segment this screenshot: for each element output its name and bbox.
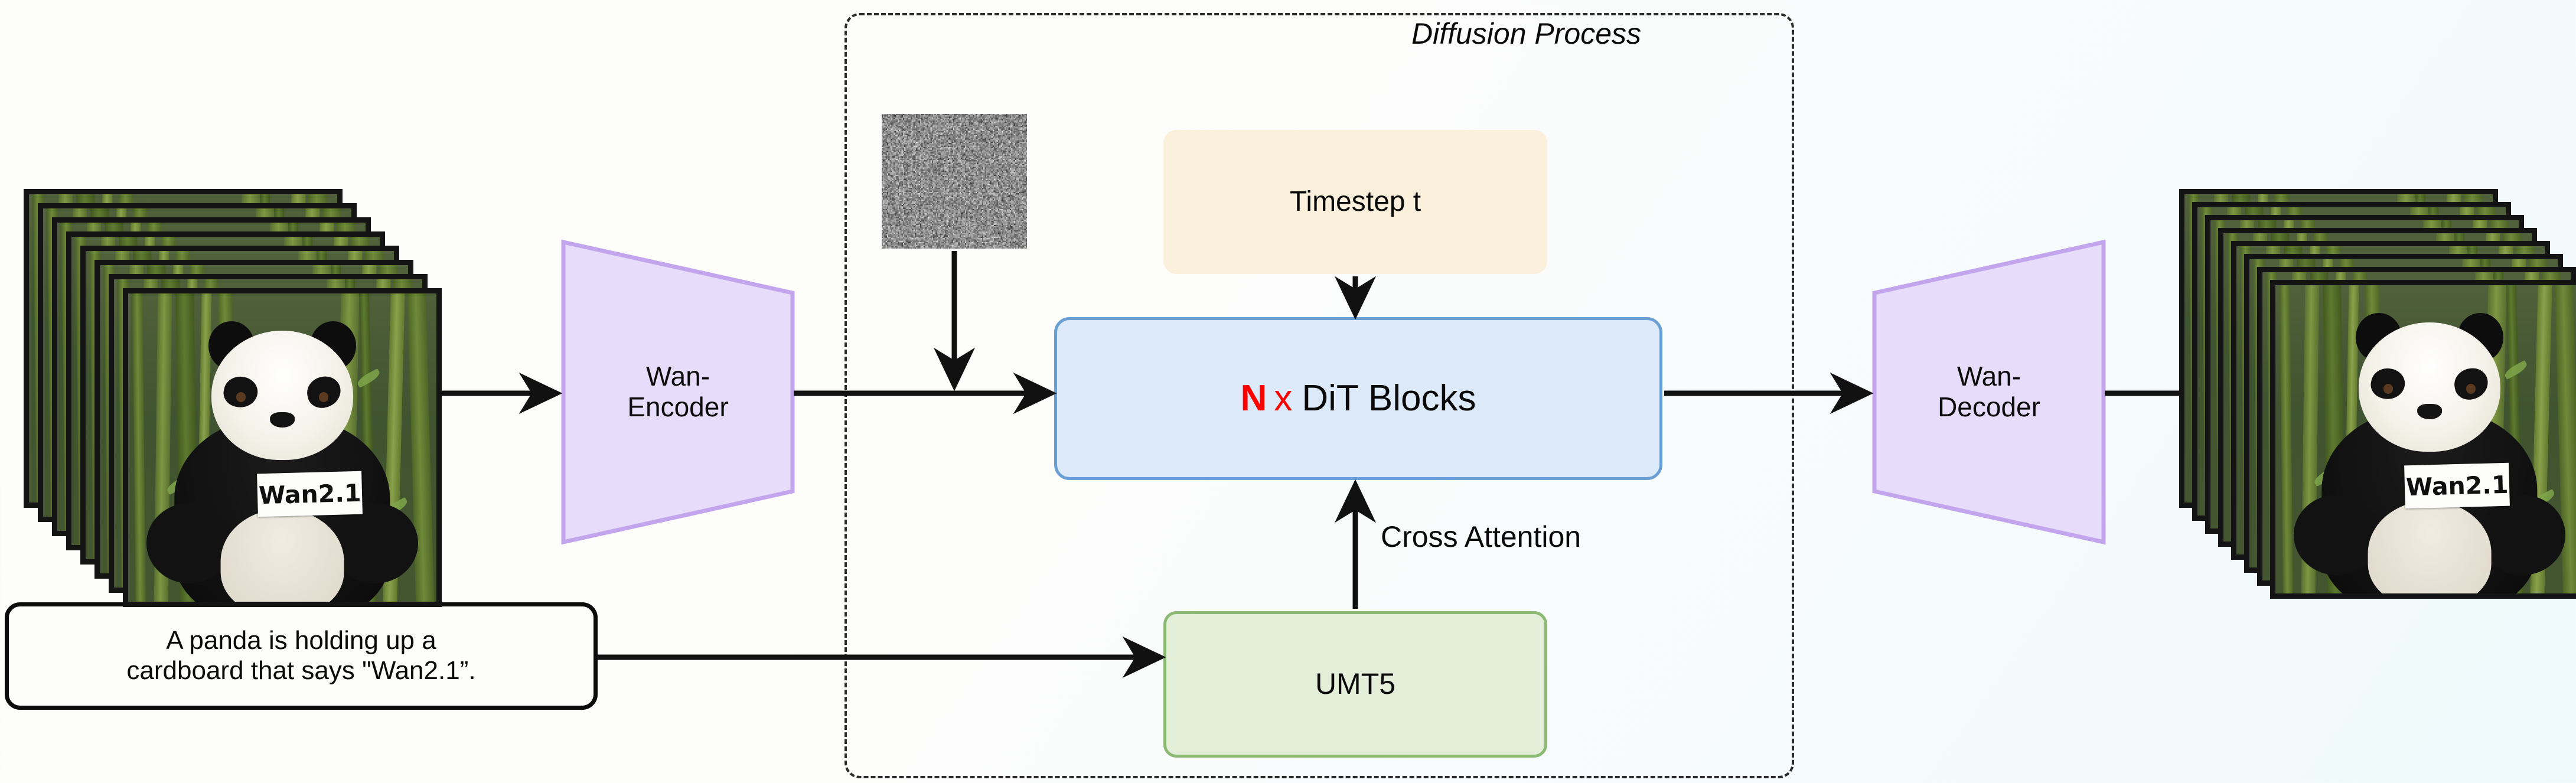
panda-arm (332, 503, 418, 583)
decoder-label-line-2: Decoder (1938, 392, 2040, 423)
panda-chest (2368, 501, 2492, 599)
cardboard-sign-text: Wan2.1 (2406, 470, 2509, 501)
encoder-label-line-2: Encoder (627, 392, 728, 423)
encoder-label-line-1: Wan- (627, 361, 728, 392)
panda-arm (2294, 495, 2380, 575)
output-video-frames: Wan2.1Wan2.1Wan2.1Wan2.1Wan2.1Wan2.1Wan2… (2179, 189, 2576, 579)
panda-chest (221, 509, 344, 607)
panda-nose (2417, 404, 2442, 419)
panda-pupil (2383, 384, 2394, 394)
panda-arm (146, 503, 233, 583)
cardboard-sign-text: Wan2.1 (259, 478, 361, 510)
video-frame: Wan2.1 (123, 288, 442, 607)
video-frame: Wan2.1 (2270, 280, 2576, 599)
panda-image: Wan2.1 (2275, 285, 2576, 593)
panda-arm (2479, 495, 2565, 575)
panda-pupil (319, 392, 329, 402)
input-video-frames: Wan2.1Wan2.1Wan2.1Wan2.1Wan2.1Wan2.1Wan2… (24, 189, 449, 579)
panda-nose (270, 412, 295, 428)
cardboard-sign: Wan2.1 (2404, 462, 2510, 508)
panda-pupil (236, 392, 246, 402)
panda-pupil (2466, 384, 2476, 394)
panda-image: Wan2.1 (128, 293, 436, 602)
cardboard-sign: Wan2.1 (257, 471, 363, 517)
decoder-label-line-1: Wan- (1938, 361, 2040, 392)
